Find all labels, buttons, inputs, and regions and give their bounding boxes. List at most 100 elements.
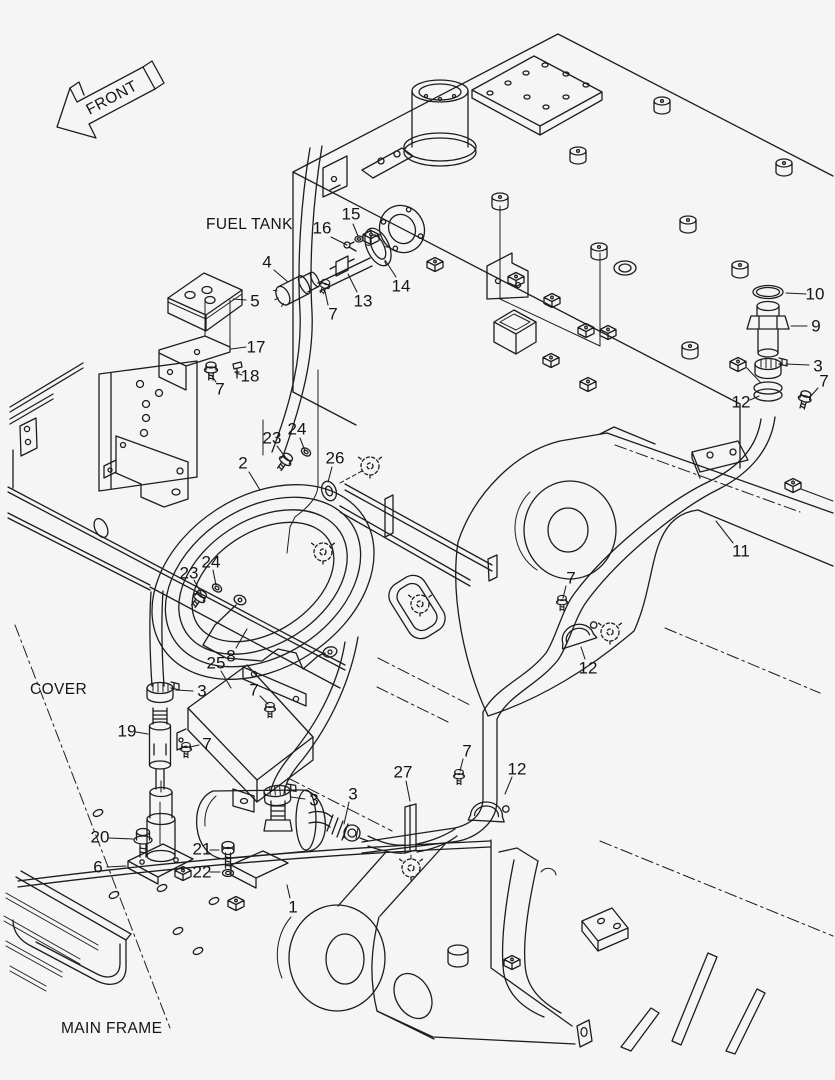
clamp-plate-27 (404, 803, 417, 862)
callout-part-22-31: 22 (193, 863, 212, 882)
phantom-marker (397, 857, 425, 883)
callout-part-11-15: 11 (732, 542, 750, 561)
callout-part-12-14: 12 (732, 393, 751, 412)
callout-part-14-3: 14 (392, 277, 411, 296)
callout-part-24-17: 24 (288, 420, 307, 439)
top-plate (471, 55, 603, 136)
callout-part-5-6: 5 (250, 292, 259, 311)
leader-part-8-22 (235, 628, 248, 649)
washer-22 (221, 868, 235, 878)
leader-part-23-20 (193, 579, 202, 594)
leader-part-3-33 (290, 796, 306, 800)
callout-part-18-8: 18 (241, 367, 260, 386)
leader-part-12-14 (749, 395, 760, 401)
leader-part-27-35 (405, 780, 411, 802)
callout-part-7-26: 7 (249, 681, 258, 700)
pump-1 (195, 782, 458, 889)
mount-6 (127, 780, 194, 885)
leader-part-7-9 (211, 375, 217, 383)
leader-part-7-5 (324, 290, 329, 306)
callout-part-7-36: 7 (566, 569, 575, 588)
drain-assembly (746, 284, 790, 402)
leader-part-12-37 (580, 646, 586, 660)
leader-part-25-23 (220, 670, 232, 689)
callout-part-10-10: 10 (806, 285, 825, 304)
callout-part-25-23: 25 (207, 654, 226, 673)
callout-part-3-33: 3 (309, 791, 318, 810)
callout-part-19-25: 19 (118, 722, 137, 741)
callout-part-27-35: 27 (394, 763, 413, 782)
leader-part-14-3 (384, 259, 397, 278)
washer-24 (211, 583, 223, 593)
leader-part-13-4 (347, 273, 358, 293)
part17-bracket (158, 299, 231, 391)
callout-part-6-29: 6 (93, 858, 102, 877)
callout-part-23-16: 23 (263, 429, 282, 448)
leader-part-26-19 (327, 466, 333, 483)
leader-part-7-13 (809, 387, 819, 398)
callout-part-3-12: 3 (813, 357, 822, 376)
fuel-tank-label: FUEL TANK (206, 216, 293, 233)
mounting-rails (339, 483, 498, 587)
hose-clamp-12 (555, 617, 602, 650)
fuel-tank-body (271, 33, 834, 469)
leader-part-7-27 (189, 744, 200, 748)
main-frame-label: MAIN FRAME (61, 1020, 162, 1037)
bolt-7 (203, 361, 219, 381)
bolt-7 (179, 741, 193, 759)
leader-part-3-24 (175, 689, 194, 692)
leader-part-3-12 (785, 363, 810, 366)
callout-part-9-11: 9 (811, 317, 820, 336)
sender-assembly (272, 227, 392, 307)
callout-part-7-5: 7 (328, 305, 337, 324)
filter-19 (146, 681, 180, 790)
filler-neck (403, 79, 477, 167)
phantom-marker (309, 541, 337, 567)
side-panel (98, 360, 198, 508)
callout-part-3-34: 3 (348, 785, 357, 804)
leader-part-7-26 (259, 695, 269, 705)
washer-24 (300, 447, 312, 457)
cover-25 (176, 664, 314, 813)
cover-label: COVER (30, 681, 87, 698)
callout-part-23-20: 23 (180, 564, 199, 583)
leader-part-19-25 (135, 731, 149, 735)
leader-part-24-17 (299, 437, 306, 452)
leader-part-15-1 (352, 223, 359, 237)
callout-part-7-13: 7 (819, 372, 828, 391)
callout-part-24-21: 24 (202, 553, 221, 572)
phantom-marker (356, 455, 384, 481)
leader-part-16-0 (330, 236, 348, 246)
leader-part-23-16 (276, 445, 287, 459)
callout-part-3-24: 3 (197, 682, 206, 701)
callout-part-12-39: 12 (508, 760, 527, 779)
wire-rod-8 (202, 594, 338, 670)
bolt-23 (273, 450, 296, 474)
bolt-21 (221, 840, 235, 869)
callout-part-20-28: 20 (91, 828, 110, 847)
callout-part-7-27: 7 (202, 735, 211, 754)
boom-structure (276, 426, 834, 1055)
square-nut (174, 865, 192, 882)
callout-part-1-32: 1 (288, 898, 297, 917)
bolt-20 (133, 827, 153, 858)
leader-part-4-2 (273, 269, 289, 283)
callout-part-16-0: 16 (313, 219, 332, 238)
leader-part-24-21 (212, 569, 217, 586)
tank-flange (378, 204, 426, 254)
bolt-7 (795, 388, 814, 411)
callout-part-17-7: 17 (247, 338, 266, 357)
bolt-7 (263, 701, 277, 719)
leader-part-7-36 (562, 585, 567, 599)
leader-part-12-39 (504, 776, 513, 795)
callout-part-21-30: 21 (193, 840, 212, 859)
tread-step (3, 870, 132, 992)
leader-part-10-10 (785, 292, 807, 295)
callout-part-7-38: 7 (462, 742, 471, 761)
phantom-marker (596, 621, 624, 647)
phantom-marker (406, 593, 434, 619)
leader-part-7-38 (459, 758, 464, 772)
leader-part-2-18 (248, 471, 261, 491)
